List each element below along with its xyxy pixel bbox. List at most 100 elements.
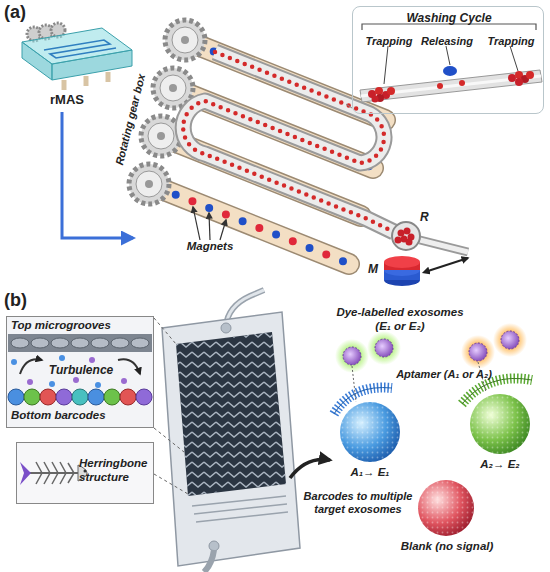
reservoir: [392, 222, 420, 250]
gear: [148, 123, 174, 149]
microgroove-graphic: [71, 338, 89, 348]
reservoir: [406, 239, 413, 246]
herringbone-chip: [192, 496, 288, 522]
herringbone-chip: [209, 541, 219, 551]
reservoir: [395, 237, 402, 244]
barcode-label: A₁→ E₁: [338, 466, 402, 480]
gear: [172, 27, 198, 53]
inset-leader: [154, 318, 188, 494]
herringbone-chip: [192, 496, 286, 506]
gear: [129, 164, 169, 204]
washing-cycle-graphic: [387, 87, 395, 95]
microgroove-graphic: [89, 357, 95, 363]
microgroove-graphic: [40, 389, 56, 405]
magnet-rod: [159, 188, 345, 262]
herringbone-chip: [176, 332, 286, 496]
rmas-chip: [44, 40, 116, 58]
panel-letter: (a): [4, 2, 44, 24]
microgroove-graphic: [104, 389, 120, 405]
herringbone-graphic: [36, 462, 74, 484]
washing-cycle-graphic: [384, 46, 518, 84]
microgroove-graphic: [136, 389, 152, 405]
dye-exosome: [469, 343, 487, 361]
device-name: rMAS: [22, 92, 112, 108]
magnet-pointer: [193, 207, 200, 240]
microgroove-graphic: [51, 338, 69, 348]
herringbone-chip: [162, 290, 300, 572]
dye-exosome: [367, 331, 401, 365]
move-arrow: [428, 258, 468, 271]
gear: [141, 116, 181, 156]
result-label: Barcodes to multiple target exosomes: [298, 490, 418, 516]
microgroove-graphic: [6, 316, 154, 428]
microgroove-graphic: [20, 359, 42, 374]
herringbone-graphic: [20, 462, 31, 485]
reservoir: [398, 230, 405, 237]
rmas-chip: [22, 23, 132, 90]
herringbone-chip: [204, 550, 214, 572]
reservoir: [392, 222, 468, 252]
washing-cycle-graphic: [508, 74, 516, 82]
inset-heading: Top microgrooves: [11, 319, 151, 333]
reservoir: [404, 228, 411, 235]
microgroove-graphic: [56, 389, 72, 405]
aptamer-label: Aptamer (A₁ or A₂): [388, 368, 500, 381]
dye-exosome: [501, 331, 519, 349]
inset-label: Herringbone structure: [79, 457, 153, 485]
herringbone-chip: [221, 323, 231, 333]
part-label: R: [420, 210, 436, 224]
microgroove-graphic: [27, 379, 33, 385]
herringbone-graphic: [30, 472, 80, 474]
external-magnet: [384, 256, 420, 286]
herringbone-chip: [194, 504, 287, 514]
gear: [181, 36, 189, 44]
microgroove-graphic: [111, 338, 129, 348]
step-label: Releasing: [415, 35, 479, 48]
magnet-pointer: [209, 213, 210, 240]
dye-exosome: [343, 347, 361, 365]
gear: [141, 116, 181, 156]
microgroove-graphic: [8, 389, 24, 405]
barcode-bead: [470, 394, 530, 454]
gear: [129, 164, 169, 204]
barcode-bead: [340, 402, 400, 462]
herringbone-chip: [176, 332, 286, 496]
dye-exosome: [375, 339, 393, 357]
inset-leader: [154, 318, 176, 344]
washing-cycle-graphic: [443, 66, 457, 76]
washing-cycle-graphic: [510, 46, 518, 71]
microgroove-graphic: [73, 377, 79, 383]
inset-heading: Washing Cycle: [353, 11, 545, 25]
gear: [165, 20, 205, 60]
rmas-chip: [22, 28, 132, 64]
reservoir: [420, 240, 468, 252]
magnet-rod: [149, 184, 349, 264]
herringbone-chip: [162, 312, 300, 566]
gear: [157, 132, 165, 140]
microgroove-graphic: [88, 389, 104, 405]
exosome-label: Dye-labelled exosomes (E₁ or E₂): [330, 306, 470, 334]
inset-leader: [154, 428, 184, 452]
microgroove-graphic: [59, 355, 65, 361]
washing-cycle-graphic: [446, 46, 450, 65]
washing-cycle-graphic: [346, 24, 542, 108]
gear: [169, 84, 177, 92]
microgroove-graphic: [24, 389, 40, 405]
microgroove-graphic: [31, 338, 49, 348]
microgroove-graphic: [131, 338, 149, 348]
magnet-rod: [159, 188, 345, 262]
step-label: Trapping: [357, 35, 421, 48]
washing-cycle-graphic: [437, 83, 443, 89]
microgroove-graphic: [8, 334, 152, 352]
magnet-pointer: [193, 207, 226, 240]
rmas-chip: [106, 72, 111, 82]
washing-cycle-graphic: [515, 78, 523, 86]
barcode-label: A₂→ E₂: [468, 458, 532, 472]
barcode-bead: [418, 480, 474, 536]
microgroove-graphic: [118, 359, 140, 374]
microgroove-graphic: [49, 381, 55, 387]
microgroove-graphic: [95, 382, 101, 388]
barcode-bead: [418, 480, 474, 536]
washing-cycle-graphic: [375, 87, 383, 95]
